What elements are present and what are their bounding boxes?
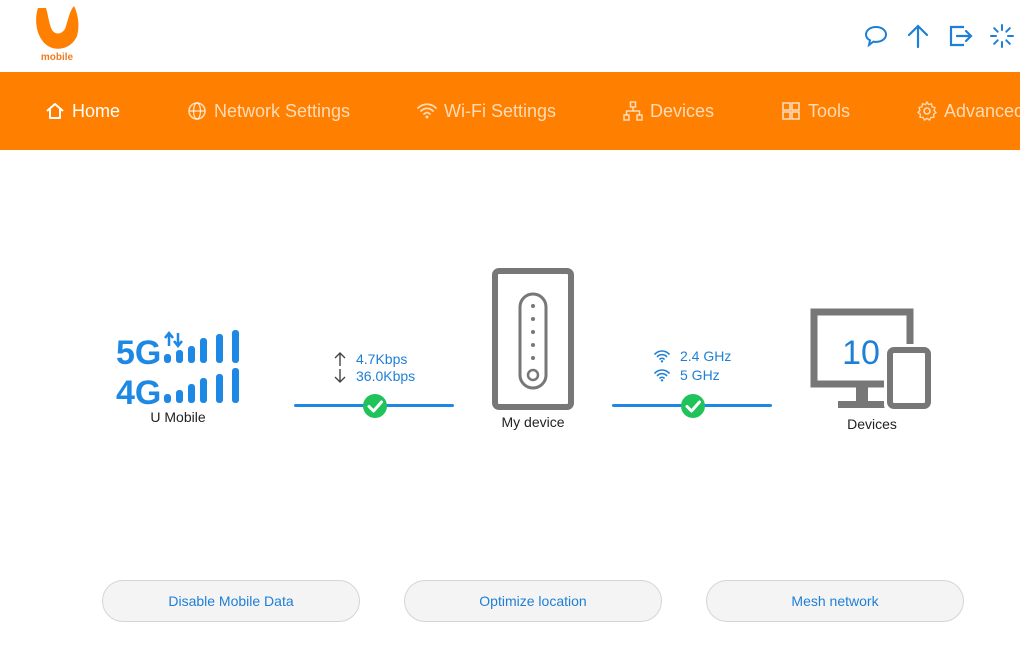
- nav-item-wifi-settings[interactable]: Wi-Fi Settings: [416, 72, 556, 150]
- devices-label: Devices: [847, 416, 897, 432]
- nav-item-advanced[interactable]: Advanced: [916, 72, 1020, 150]
- devices-monitor-phone-icon: [810, 308, 934, 412]
- signal-indicator: 5G 4G: [116, 330, 246, 412]
- nav-item-network-settings[interactable]: Network Settings: [186, 72, 350, 150]
- download-arrow-icon: [334, 368, 346, 383]
- nav-label-wifi-settings: Wi-Fi Settings: [444, 100, 557, 121]
- nav-item-devices[interactable]: Devices: [622, 72, 714, 150]
- nav-item-tools[interactable]: Tools: [780, 72, 850, 150]
- connected-devices-widget[interactable]: 10: [810, 308, 934, 412]
- main-nav: Home Network Settings Wi-Fi Settings Dev…: [0, 72, 1020, 150]
- mesh-network-button[interactable]: Mesh network: [706, 580, 964, 622]
- logout-icon[interactable]: [946, 22, 974, 50]
- logo-text: mobile: [40, 52, 74, 63]
- lan-connected-check-icon: [681, 394, 705, 418]
- nav-label-advanced: Advanced: [944, 100, 1020, 121]
- network-tree-icon: [623, 101, 643, 121]
- optimize-location-button[interactable]: Optimize location: [404, 580, 662, 622]
- tools-grid-icon: [782, 102, 800, 120]
- device-count: 10: [842, 334, 880, 372]
- signal-4g-text: 4G: [116, 374, 161, 408]
- router-device-icon[interactable]: [492, 268, 574, 410]
- wifi-icon: [417, 103, 437, 119]
- header: mobile: [0, 0, 1020, 72]
- nav-label-home: Home: [72, 100, 121, 121]
- disable-mobile-data-button[interactable]: Disable Mobile Data: [102, 580, 360, 622]
- router-label: My device: [501, 414, 565, 430]
- home-status-panel: 5G 4G U Mobile 4.7Kbps: [0, 150, 1020, 660]
- loading-spinner-icon[interactable]: [988, 22, 1016, 50]
- u-mobile-logo[interactable]: mobile: [32, 2, 82, 66]
- chat-icon[interactable]: [862, 22, 890, 50]
- wifi-band-icon: [654, 368, 670, 381]
- nav-label-network-settings: Network Settings: [214, 100, 351, 121]
- home-icon: [46, 103, 64, 119]
- provider-label: U Mobile: [150, 409, 206, 425]
- u-logo-mark-icon: [36, 6, 79, 49]
- wifi-bands: 2.4 GHz 5 GHz: [654, 346, 764, 384]
- wifi-band-24: 2.4 GHz: [680, 347, 732, 364]
- cellular-signal-icon: 5G 4G: [116, 330, 239, 412]
- wifi-band-5: 5 GHz: [680, 366, 720, 383]
- upload-speed: 4.7Kbps: [356, 350, 408, 367]
- traffic-stats: 4.7Kbps 36.0Kbps: [332, 350, 442, 384]
- globe-icon: [188, 102, 206, 120]
- wan-connected-check-icon: [363, 394, 387, 418]
- nav-item-home[interactable]: Home: [44, 72, 120, 150]
- nav-label-devices: Devices: [650, 100, 715, 121]
- gear-icon: [917, 101, 937, 121]
- nav-label-tools: Tools: [808, 100, 851, 121]
- wifi-band-icon: [654, 349, 670, 362]
- download-speed: 36.0Kbps: [356, 367, 416, 384]
- upload-arrow-icon: [334, 351, 346, 366]
- upload-arrow-icon[interactable]: [904, 22, 932, 50]
- signal-5g-text: 5G: [116, 334, 161, 372]
